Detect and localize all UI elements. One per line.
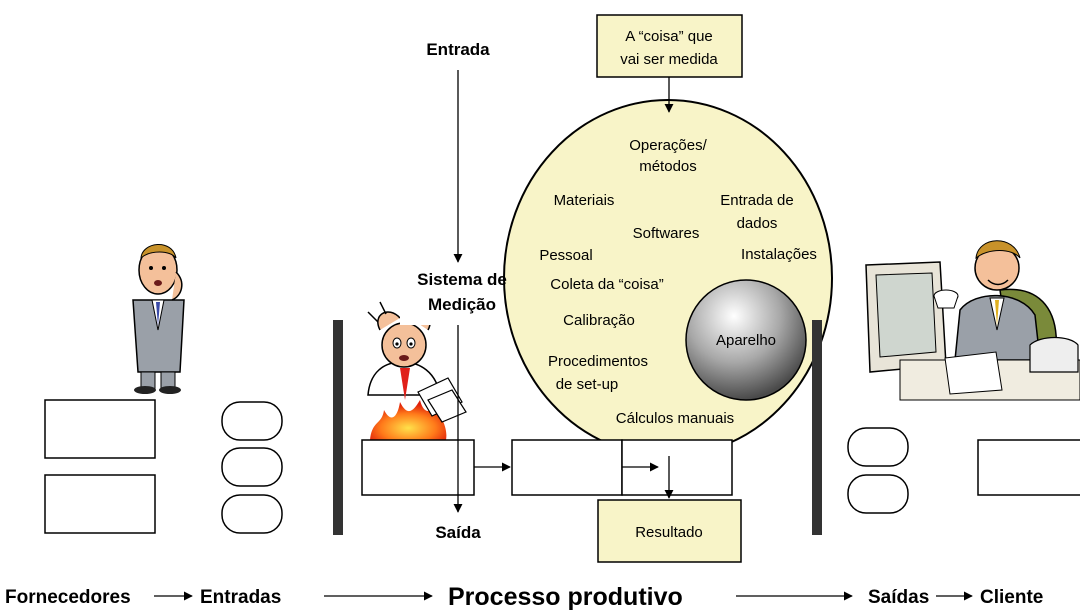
input-pill-3 (221, 494, 283, 534)
result-box (597, 499, 742, 563)
circle-entrada-dados-1: Entrada de (720, 192, 793, 209)
sistema-medicao-line2: Medição (428, 295, 496, 314)
circle-softwares: Softwares (633, 225, 700, 242)
circle-pessoal: Pessoal (539, 247, 592, 264)
top-thing-box (596, 14, 743, 78)
flow-saidas: Saídas (868, 587, 929, 608)
circle-instalacoes: Instalações (741, 246, 817, 263)
top-box-line1: A “coisa” que (625, 28, 713, 45)
flow-fornecedores: Fornecedores (5, 587, 131, 608)
output-pill-2 (847, 474, 909, 514)
saida-label: Saída (435, 523, 481, 542)
worried-supplier-illustration (132, 244, 185, 394)
top-box-line2: vai ser medida (620, 51, 718, 68)
sistema-medicao-line1: Sistema de (417, 270, 507, 289)
circle-calibracao: Calibração (563, 312, 635, 329)
circle-calculos: Cálculos manuais (616, 410, 734, 427)
circle-operacoes-2: métodos (639, 158, 697, 175)
output-pill-1 (847, 427, 909, 467)
circle-coleta: Coleta da “coisa” (550, 276, 663, 293)
circle-procedimentos-1: Procedimentos (548, 353, 648, 370)
supplier-box-1 (44, 399, 156, 459)
circle-operacoes-1: Operações/ (629, 137, 707, 154)
client-box (977, 439, 1080, 496)
supplier-box-2 (44, 474, 156, 534)
entrada-label: Entrada (426, 40, 490, 59)
aparelho-sphere (685, 279, 807, 401)
happy-client-illustration (865, 240, 1080, 401)
circle-materiais: Materiais (554, 192, 615, 209)
process-left-bar (333, 320, 343, 535)
input-pill-1 (221, 401, 283, 441)
flow-cliente: Cliente (980, 587, 1043, 608)
result-label: Resultado (635, 524, 703, 541)
process-right-bar (812, 320, 822, 535)
process-box-1 (511, 439, 623, 496)
aparelho-label: Aparelho (716, 332, 776, 349)
circle-procedimentos-2: de set-up (556, 376, 619, 393)
flow-processo: Processo produtivo (448, 583, 683, 610)
stressed-man-illustration (361, 301, 475, 496)
input-pill-2 (221, 447, 283, 487)
circle-entrada-dados-2: dados (737, 215, 778, 232)
flow-entradas: Entradas (200, 587, 281, 608)
